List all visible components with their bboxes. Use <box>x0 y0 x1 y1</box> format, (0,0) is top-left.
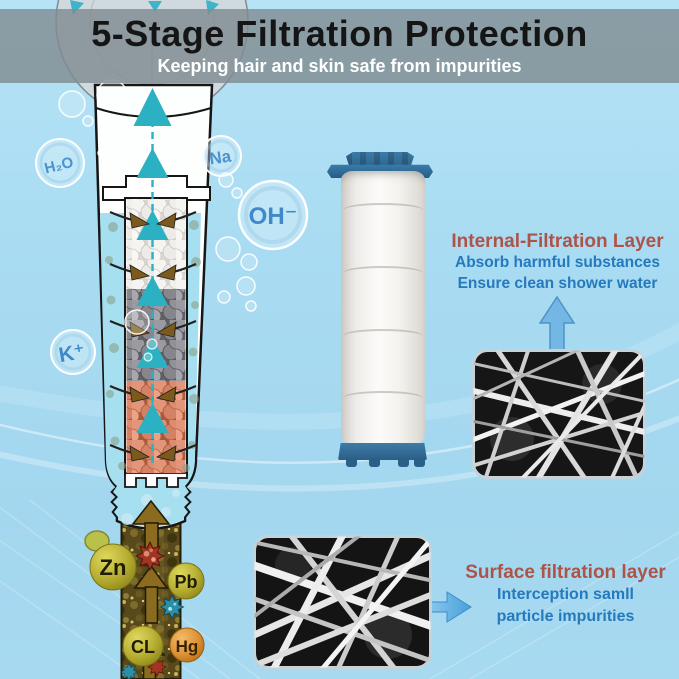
germ-particle-icon <box>119 662 139 679</box>
cartridge-foot <box>346 458 357 467</box>
spray-arrow-icon <box>148 1 162 12</box>
h2o-bubble: H₂O <box>35 138 85 188</box>
internal-layer-title: Internal-Filtration Layer <box>451 231 664 252</box>
pb-badge <box>167 562 205 600</box>
germ-particle-icon <box>134 540 166 572</box>
impurity-particles <box>119 540 185 679</box>
internal-layer-note: Internal-Filtration Layer Absorb harmful… <box>436 231 679 295</box>
cartridge-seam <box>343 203 423 217</box>
water-bubbles <box>58 79 258 312</box>
flow-arrow-icon <box>136 148 169 178</box>
up-pointer-arrow-icon <box>538 295 576 351</box>
flow-arrow-icon <box>133 88 172 126</box>
flow-arrow-icon <box>136 210 169 240</box>
oh-bubble: OH⁻ <box>237 179 309 251</box>
hg-badge <box>169 627 205 663</box>
surface-layer-line2: particle impurities <box>496 607 635 625</box>
cartridge-seam <box>343 266 423 280</box>
header-band: 5-Stage Filtration Protection Keeping ha… <box>0 9 679 83</box>
flow-arrow-icon <box>136 276 169 306</box>
zn-badge <box>89 543 137 591</box>
neck-dots <box>121 489 180 525</box>
surface-layer-note: Surface filtration layer Interception sa… <box>452 562 679 627</box>
k-bubble: K⁺ <box>50 329 96 375</box>
cartridge-foot <box>398 458 409 467</box>
na-label: Na <box>208 147 233 169</box>
internal-layer-line2: Ensure clean shower water <box>457 274 658 292</box>
na-bubble: Na <box>200 135 242 177</box>
page-title: 5-Stage Filtration Protection <box>91 13 588 55</box>
cartridge-seam <box>343 391 423 405</box>
upflow-arrows <box>133 88 172 466</box>
surface-layer-title: Surface filtration layer <box>465 562 666 583</box>
inward-arrowheads <box>129 212 177 462</box>
cartridge-foot <box>369 458 380 467</box>
cl-label: CL <box>131 637 155 657</box>
mineral-dots <box>105 220 201 472</box>
filter-tube-cutaway <box>93 83 214 530</box>
cartridge-base <box>338 443 427 460</box>
bubble-cluster <box>124 309 158 362</box>
pb-label: Pb <box>174 572 197 592</box>
surface-fiber-micro-image <box>253 535 432 669</box>
hg-label: Hg <box>176 637 199 656</box>
cartridge-seam <box>343 329 423 343</box>
internal-layer-line1: Absorb harmful substances <box>455 254 660 271</box>
page-subtitle: Keeping hair and skin safe from impuriti… <box>157 55 522 76</box>
surface-layer-line1: Interception samll <box>497 586 634 603</box>
internal-fiber-micro-image <box>472 349 646 479</box>
cartridge-body <box>341 171 425 447</box>
k-label: K⁺ <box>57 340 87 367</box>
flow-arrow-icon <box>136 403 169 433</box>
flow-arrow-icon <box>136 338 169 368</box>
contaminant-badges: Zn Pb CL Hg <box>89 543 205 667</box>
oh-label: OH⁻ <box>249 203 298 230</box>
zn-label: Zn <box>100 555 127 580</box>
h2o-label: H₂O <box>43 154 76 178</box>
cartridge-foot <box>414 458 425 467</box>
germ-particle-icon <box>159 594 185 620</box>
cl-badge <box>122 625 164 667</box>
